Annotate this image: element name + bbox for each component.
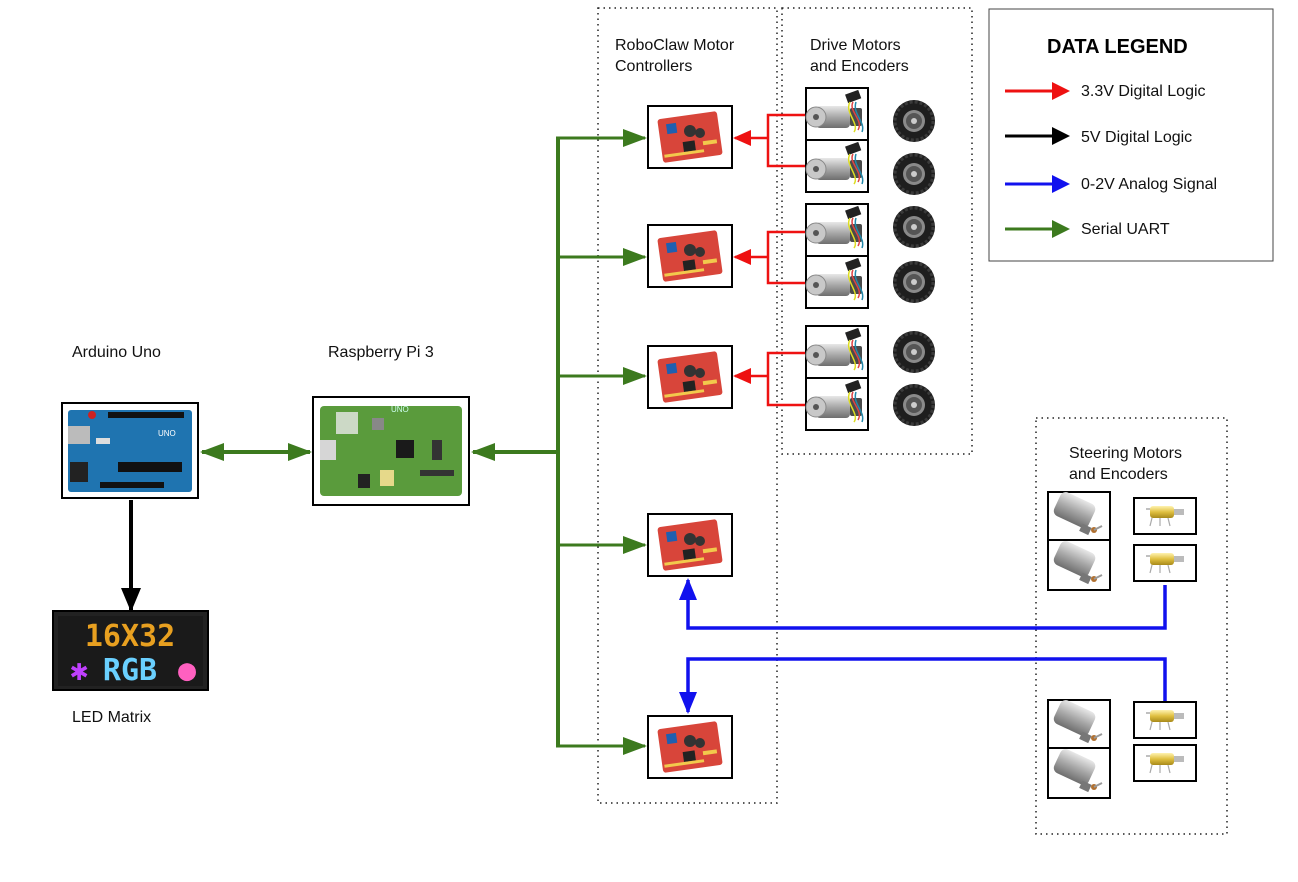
legend-item-label: Serial UART (1081, 221, 1170, 238)
legend-item-label: 5V Digital Logic (1081, 129, 1193, 146)
motor-controller-board-icon (657, 111, 723, 163)
steering-encoder-1 (1133, 497, 1197, 535)
analog-line-2 (679, 657, 1167, 714)
encoder-lines-group-1 (733, 113, 806, 168)
steering-motor-4 (1047, 746, 1111, 799)
rpi-board-text: UNO (391, 405, 409, 414)
drive-motor-1 (805, 87, 869, 141)
led-line-2: RGB (103, 653, 157, 688)
drive-motor-4 (805, 255, 869, 309)
svg-text:✱: ✱ (70, 653, 88, 688)
legend-title: DATA LEGEND (1047, 36, 1188, 58)
drive-label: Drive Motors and Encoders (810, 37, 909, 75)
roboclaw-label: RoboClaw Motor Controllers (615, 37, 735, 75)
roboclaw-group-box (597, 7, 778, 804)
analog-line-1 (679, 578, 1167, 630)
wheel-icon (891, 382, 937, 428)
steering-encoder-4 (1133, 744, 1197, 782)
encoder-lines-group-2 (733, 230, 806, 285)
wheel-icon (891, 151, 937, 197)
drive-motor-3 (805, 203, 869, 257)
legend-item-label: 3.3V Digital Logic (1081, 83, 1206, 100)
led-line-1: 16X32 (85, 619, 175, 654)
wheel-icon (891, 259, 937, 305)
steering-encoder-2 (1133, 544, 1197, 582)
svg-text:●: ● (178, 653, 196, 688)
motor-controller-board-icon (657, 351, 723, 403)
steering-motor-1 (1047, 489, 1111, 541)
wheel-icon (891, 329, 937, 375)
legend-arrow-green (1005, 220, 1070, 238)
raspberry-label: Raspberry Pi 3 (328, 344, 434, 361)
arduino-label: Arduino Uno (72, 344, 161, 361)
motor-controller-board-icon (657, 230, 723, 282)
roboclaw-controller-3 (647, 345, 733, 409)
legend-arrow-black (1005, 127, 1070, 145)
motor-controller-board-icon (657, 519, 723, 571)
led-matrix-label: LED Matrix (72, 709, 152, 726)
wheel-icon (891, 204, 937, 250)
roboclaw-controller-4 (647, 513, 733, 577)
legend-arrow-red (1005, 82, 1070, 100)
led-matrix-panel: 16X32 RGB ✱ ● (52, 610, 209, 691)
raspberry-pi-board: UNO (312, 396, 470, 506)
drive-motor-2 (805, 139, 869, 193)
drive-motor-5 (805, 325, 869, 379)
uno-board-text: UNO (158, 429, 176, 438)
motor-controller-board-icon (657, 721, 723, 773)
roboclaw-controller-1 (647, 105, 733, 169)
steering-motor-3 (1047, 697, 1111, 749)
drive-group-box (781, 7, 973, 455)
steering-label: Steering Motors and Encoders (1069, 445, 1182, 483)
encoder-lines-group-3 (733, 351, 806, 407)
roboclaw-controller-5 (647, 715, 733, 779)
arduino-uno-board: UNO (61, 402, 199, 499)
steering-encoder-3 (1133, 701, 1197, 739)
steering-motor-2 (1047, 538, 1111, 591)
wheel-icon (891, 98, 937, 144)
legend-arrow-blue (1005, 175, 1070, 193)
drive-motor-6 (805, 377, 869, 431)
legend-item-label: 0-2V Analog Signal (1081, 176, 1218, 193)
roboclaw-controller-2 (647, 224, 733, 288)
